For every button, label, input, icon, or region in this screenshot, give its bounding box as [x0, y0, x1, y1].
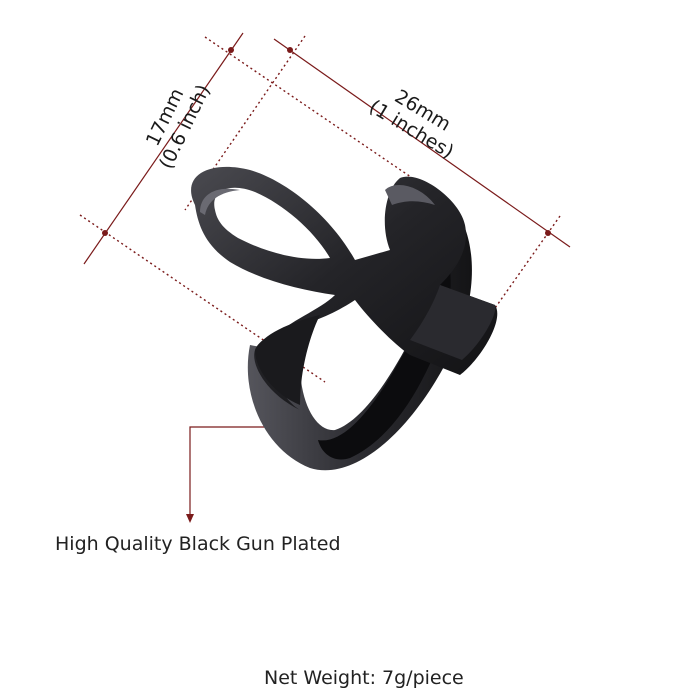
height-dimension-line	[83, 32, 244, 265]
feature-caption: High Quality Black Gun Plated	[55, 533, 341, 555]
width-dimension-line	[273, 38, 571, 248]
ring-band-outer	[247, 205, 472, 471]
weight-caption: Net Weight: 7g/piece	[264, 667, 464, 689]
feature-callout-line	[189, 426, 296, 516]
ring	[191, 166, 498, 471]
ankh-loop-hole	[214, 187, 330, 259]
ankh-head	[191, 166, 498, 410]
